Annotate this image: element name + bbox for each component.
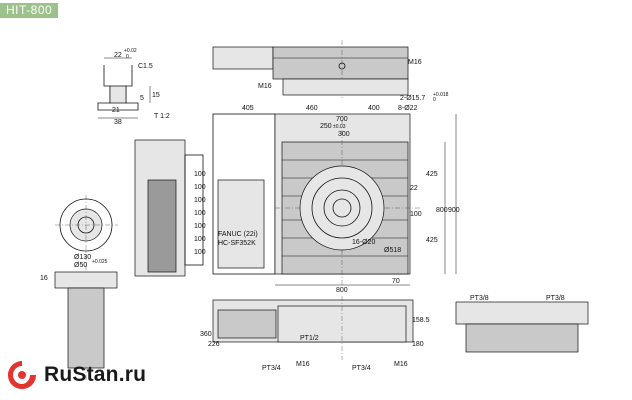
stack-4: 100 bbox=[194, 210, 206, 217]
dim-180: 180 bbox=[412, 341, 424, 348]
model-tag: HIT-800 bbox=[0, 3, 59, 18]
pt-left-label: PT3/8 bbox=[470, 295, 489, 302]
brand-name: RuStan.ru bbox=[44, 363, 147, 386]
stack-2: 100 bbox=[194, 184, 206, 191]
motor-line2: HC-SF352K bbox=[218, 240, 256, 247]
dim-16-holes: 16-Ø20 bbox=[352, 239, 375, 246]
stack-1: 100 bbox=[194, 171, 206, 178]
dim-bore-tol-top: +0.018 bbox=[433, 92, 449, 98]
dim-518: Ø518 bbox=[384, 247, 401, 254]
dim-460: 460 bbox=[306, 105, 318, 112]
dim-250: 250 bbox=[320, 123, 332, 130]
dim-16: 16 bbox=[40, 275, 48, 282]
dim-bore-tol-bottom: 0 bbox=[433, 97, 436, 103]
slot-total-width: 38 bbox=[114, 119, 122, 126]
brand-logo-icon bbox=[8, 361, 36, 389]
slot-tol-bottom: 0 bbox=[126, 54, 129, 60]
dim-130: Ø130 bbox=[74, 254, 91, 261]
stack-6: 100 bbox=[194, 236, 206, 243]
front-view: 360 226 158.5 180 PT1/2 PT3/4 M16 PT3/4 … bbox=[200, 296, 430, 372]
m16a-label: M16 bbox=[296, 361, 310, 368]
pt3b-label: PT3/4 bbox=[352, 365, 371, 372]
dim-holes: 8-Ø22 bbox=[398, 105, 418, 112]
stack-7: 100 bbox=[194, 249, 206, 256]
top-view: M16 M16 bbox=[212, 40, 422, 100]
dim-900: 900 bbox=[448, 207, 460, 214]
dim-360: 360 bbox=[200, 331, 212, 338]
top-thread-left: M16 bbox=[258, 83, 272, 90]
slot-tol-top: +0.02 bbox=[124, 48, 137, 54]
slot-chamfer: C1.5 bbox=[138, 63, 153, 70]
dim-405: 405 bbox=[242, 105, 254, 112]
dim-800h: 800 bbox=[336, 287, 348, 294]
slot-depth: 15 bbox=[152, 92, 160, 99]
dim-425a: 425 bbox=[426, 171, 438, 178]
slot-scale: T 1:2 bbox=[154, 113, 170, 120]
slot-height-small: 5 bbox=[140, 95, 144, 102]
m16b-label: M16 bbox=[394, 361, 408, 368]
top-thread-right: M16 bbox=[408, 59, 422, 66]
dim-250-tol: ±0.03 bbox=[333, 124, 346, 130]
spindle-view: Ø130 Ø50 +0.025 16 bbox=[40, 195, 118, 380]
slot-width-bottom: 21 bbox=[112, 107, 120, 114]
pt1-label: PT1/2 bbox=[300, 335, 319, 342]
dim-50-tol: +0.025 bbox=[92, 259, 108, 265]
dim-226: 226 bbox=[208, 341, 220, 348]
dim-400: 400 bbox=[368, 105, 380, 112]
pt-right-label: PT3/8 bbox=[546, 295, 565, 302]
t-slot-detail: 22 +0.02 0 C1.5 15 21 5 38 T 1:2 bbox=[97, 48, 170, 126]
plan-view: FANUC (22i) HC-SF352K 405 460 400 700 25… bbox=[212, 92, 460, 294]
side-view: 100 100 100 100 100 100 100 bbox=[134, 139, 206, 277]
right-view: PT3/8 PT3/8 bbox=[455, 295, 589, 353]
dim-158: 158.5 bbox=[412, 317, 430, 324]
dim-800v: 800 bbox=[436, 207, 448, 214]
dim-22: 22 bbox=[410, 185, 418, 192]
side-stack: 100 100 100 100 100 100 100 bbox=[194, 171, 206, 256]
pt3a-label: PT3/4 bbox=[262, 365, 281, 372]
stack-5: 100 bbox=[194, 223, 206, 230]
motor-line1: FANUC (22i) bbox=[218, 231, 258, 238]
dim-70: 70 bbox=[392, 278, 400, 285]
dim-100: 100 bbox=[410, 211, 422, 218]
slot-width-top: 22 bbox=[114, 52, 122, 59]
dim-700: 700 bbox=[336, 116, 348, 123]
dim-425b: 425 bbox=[426, 237, 438, 244]
dim-bore: 2-Ø15.7 bbox=[400, 95, 425, 102]
brand: RuStan.ru bbox=[6, 356, 146, 394]
dim-50: Ø50 bbox=[74, 262, 87, 269]
dim-300: 300 bbox=[338, 131, 350, 138]
stack-3: 100 bbox=[194, 197, 206, 204]
